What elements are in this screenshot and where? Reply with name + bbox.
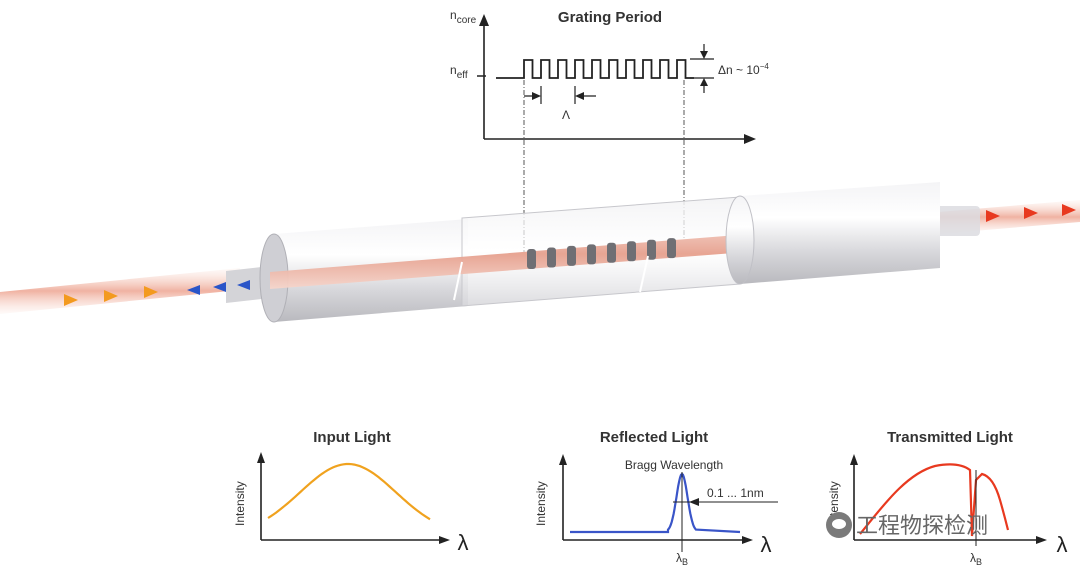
- transmitted-light-title: Transmitted Light: [887, 429, 1013, 446]
- grating-notch: [527, 249, 536, 269]
- transmitted-y-arrowhead: [850, 454, 858, 465]
- transmitted-light-plot: Transmitted Light Intensity λ λB: [827, 429, 1068, 567]
- delta-n-arrow-top: [700, 51, 708, 59]
- period-dimension: [524, 86, 596, 104]
- reflected-arrow: [213, 282, 226, 292]
- transmitted-x-label: λ: [1057, 532, 1068, 557]
- delta-n-label: Δn ~ 10−4: [718, 62, 769, 77]
- reflected-spectrum-curve: [570, 472, 741, 534]
- input-y-arrowhead: [257, 452, 265, 463]
- grating-period-title: Grating Period: [558, 9, 662, 26]
- grating-notch: [647, 239, 656, 260]
- bandwidth-label: 0.1 ... 1nm: [707, 486, 764, 500]
- grating-notch: [587, 244, 596, 265]
- transmitted-arrow: [1024, 207, 1038, 219]
- glass-highlight-left: [453, 261, 463, 301]
- period-arrow-right: [575, 92, 584, 100]
- input-arrow: [104, 290, 118, 302]
- transmitted-bragg-tick-label: λB: [970, 551, 982, 567]
- input-fiber-beam: [0, 268, 240, 314]
- right-sleeve-body: [740, 182, 940, 284]
- wechat-logo-icon: [826, 512, 852, 538]
- reflected-bragg-tick-label: λB: [676, 551, 688, 567]
- output-fiber-stub: [930, 206, 980, 236]
- profile-x-arrowhead: [744, 134, 756, 144]
- grating-notch: [607, 242, 616, 263]
- reflected-arrow: [237, 280, 250, 290]
- transmitted-x-arrowhead: [1036, 536, 1047, 544]
- period-lambda-label: Λ: [562, 108, 570, 122]
- input-arrow: [64, 294, 78, 306]
- delta-n-arrow-bottom: [700, 78, 708, 86]
- input-x-label: λ: [458, 530, 469, 555]
- transmitted-arrow: [986, 210, 1000, 222]
- input-x-arrowhead: [439, 536, 450, 544]
- right-sleeve-end: [725, 195, 755, 285]
- n-eff-label: neff: [450, 63, 468, 81]
- watermark-text: 工程物探检测: [856, 514, 989, 539]
- beam-arrows: [64, 204, 1076, 306]
- reflected-y-arrowhead: [559, 454, 567, 465]
- reflected-light-title: Reflected Light: [600, 429, 708, 446]
- input-light-plot: Input Light Intensity λ: [233, 429, 469, 555]
- reflected-x-label: λ: [761, 532, 772, 557]
- glass-highlight-right: [639, 255, 649, 293]
- fiber-assembly: [0, 182, 1080, 323]
- delta-n-bracket: [690, 44, 714, 93]
- reflected-y-label: Intensity: [534, 481, 548, 526]
- index-modulation-wave: [496, 59, 694, 79]
- transmitted-arrow: [1062, 204, 1076, 216]
- grating-notch: [667, 238, 676, 259]
- grating-notch: [547, 247, 556, 268]
- period-arrow-left: [532, 92, 541, 100]
- reflected-x-arrowhead: [742, 536, 753, 544]
- input-spectrum-curve: [267, 462, 431, 521]
- grating-notches: [527, 238, 676, 269]
- reflected-light-plot: Reflected Light Intensity λ Bragg Wavele…: [534, 429, 778, 567]
- grating-notch: [627, 241, 636, 262]
- input-arrow: [144, 286, 158, 298]
- input-y-label: Intensity: [233, 481, 247, 526]
- bandwidth-arrow: [689, 498, 699, 506]
- watermark: 工程物探检测: [826, 508, 988, 540]
- profile-y-arrowhead: [479, 14, 489, 26]
- transmitted-spectrum-curve: [859, 463, 1010, 537]
- n-core-label: ncore: [450, 8, 477, 26]
- bragg-wavelength-label: Bragg Wavelength: [625, 458, 723, 472]
- grating-notch: [567, 245, 576, 266]
- input-light-title: Input Light: [313, 429, 390, 446]
- reflected-arrow: [187, 285, 200, 295]
